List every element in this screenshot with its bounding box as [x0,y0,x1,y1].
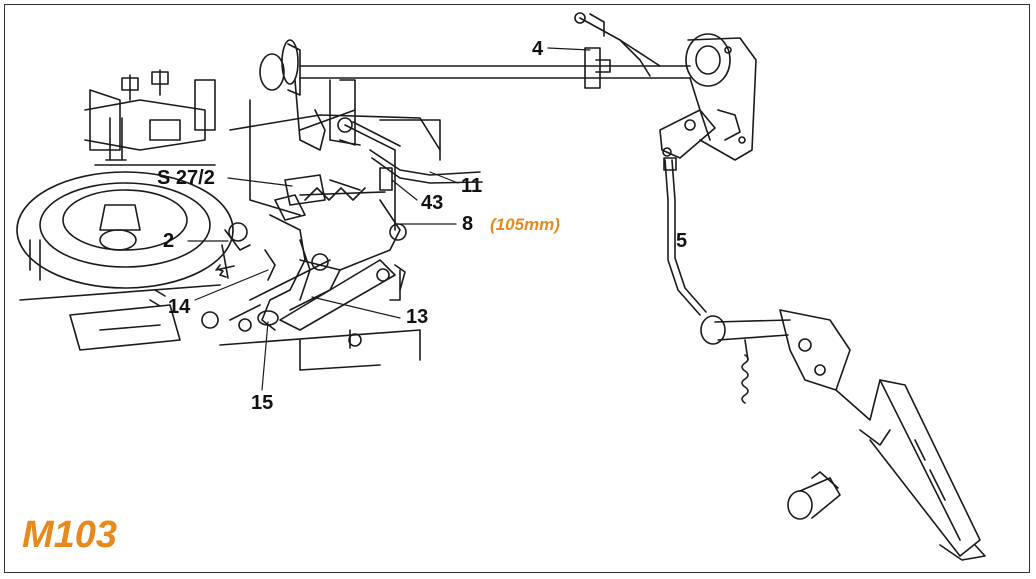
diagram-frame [4,4,1030,573]
callout-s27-2: S 27/2 [157,167,215,189]
callout-14: 14 [168,296,191,318]
callout-15: 15 [251,392,274,414]
accelerator-cable [663,157,707,316]
callout-8: 8 [462,213,474,235]
callout-2: 2 [163,230,175,252]
engine-block [16,69,441,371]
callout-13: 13 [406,306,429,328]
upper-linkage [574,12,661,77]
callout-5: 5 [676,230,688,252]
callout-4: 4 [532,38,544,60]
control-shaft-rod [259,39,691,96]
engine-model-label: M103 [22,514,118,556]
pedal-assembly [700,309,986,561]
callout-11: 11 [461,175,483,197]
pedal-mount-housing [659,33,757,161]
callout-43: 43 [421,192,444,214]
callout-leader-lines [187,47,591,391]
callout-8-length-note: (105mm) [490,215,560,234]
throttle-lever-assembly [215,79,483,331]
